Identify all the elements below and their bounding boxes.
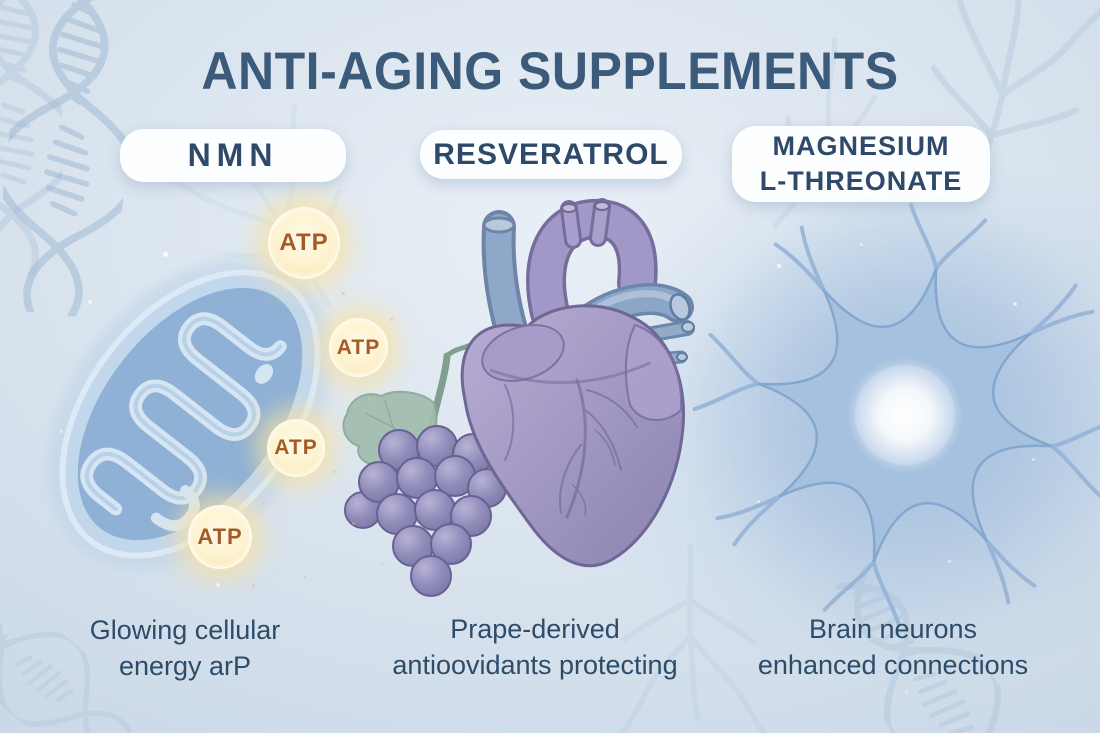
- sparkle-dot: [262, 502, 265, 505]
- sparkle-dot: [303, 575, 306, 578]
- sparkle-dot: [342, 292, 345, 295]
- sparkle-dot: [216, 583, 220, 587]
- caption-resveratrol: Prape-derived antioovidants protecting: [392, 614, 678, 680]
- atp-label: ATP: [274, 436, 318, 459]
- atp-bubble-2: ATP: [329, 318, 388, 377]
- sparkle-dot: [333, 470, 336, 473]
- sparkle-dot: [352, 522, 355, 525]
- column-label-magnesium-l-threonate: MAGNESIUM L-THREONATE: [732, 126, 990, 202]
- sparkle-dot: [1032, 458, 1035, 461]
- caption-nmn: Glowing cellular energy arP: [89, 615, 281, 681]
- sparkle-dot: [777, 264, 781, 268]
- resveratrol-label-text: RESVERATROL: [433, 137, 669, 171]
- sparkle-dot: [905, 690, 908, 693]
- sparkle-dot: [252, 584, 255, 587]
- sparkle-dot: [163, 252, 168, 257]
- sparkle-dot: [948, 560, 951, 563]
- atp-bubble-1: ATP: [268, 207, 340, 279]
- atp-label: ATP: [279, 229, 329, 256]
- grape-bunch-illustration: [335, 338, 510, 603]
- mitochondrion-icon: [47, 258, 333, 570]
- atp-bubble-3: ATP: [267, 419, 325, 477]
- neuron-icon: [680, 190, 1100, 640]
- column-label-resveratrol: RESVERATROL: [420, 130, 682, 179]
- grapes-icon: [342, 340, 507, 597]
- caption-magnesium: Brain neurons enhanced connections: [757, 614, 1029, 680]
- neuron-illustration: [675, 185, 1100, 645]
- sparkle-dot: [381, 562, 384, 565]
- atp-label: ATP: [197, 524, 243, 549]
- atp-label: ATP: [336, 335, 381, 359]
- sparkle-dot: [860, 243, 863, 246]
- page-title: ANTI-AGING SUPPLEMENTS: [201, 41, 899, 101]
- mitochondrion-illustration: [22, 246, 358, 582]
- magnesium-label-text: MAGNESIUM L-THREONATE: [759, 130, 963, 196]
- heart-icon: [460, 198, 695, 568]
- nmn-label-text: NMN: [187, 137, 279, 173]
- sparkle-dot: [368, 398, 371, 401]
- sparkle-dot: [757, 500, 760, 503]
- sparkle-dot: [60, 430, 63, 433]
- atp-bubble-4: ATP: [188, 505, 252, 569]
- sparkle-dot: [88, 300, 92, 304]
- sparkle-dot: [390, 318, 393, 321]
- sparkle-dot: [1013, 302, 1017, 306]
- anatomical-heart-illustration: [435, 195, 705, 575]
- column-label-nmn: NMN: [120, 129, 346, 182]
